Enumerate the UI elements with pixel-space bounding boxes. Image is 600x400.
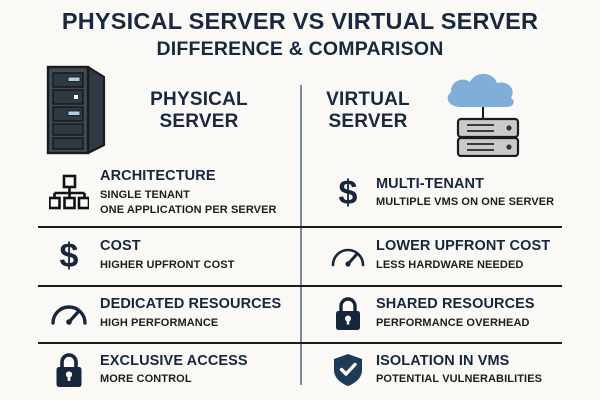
row-title: ISOLATION IN VMS: [376, 352, 510, 369]
row-cell-right: $ MULTI-TENANT MULTIPLE VMS ON ONE SERVE…: [300, 160, 600, 226]
row-text: ARCHITECTURE SINGLE TENANT ONE APPLICATI…: [100, 168, 300, 217]
virtual-server-label-line1: VIRTUAL: [326, 89, 410, 111]
row-subtitle: HIGH PERFORMANCE: [100, 316, 219, 329]
row-text: EXCLUSIVE ACCESS MORE CONTROL: [100, 353, 300, 387]
header-virtual-server: VIRTUAL SERVER: [312, 62, 574, 160]
dollar-glyph: $: [59, 236, 79, 275]
row-title: EXCLUSIVE ACCESS: [100, 352, 248, 369]
row-text: SHARED RESOURCES PERFORMANCE OVERHEAD: [376, 296, 600, 330]
comparison-row: DEDICATED RESOURCES HIGH PERFORMANCE SHA…: [0, 285, 600, 342]
virtual-server-label-line2: SERVER: [328, 111, 408, 132]
page-title: PHYSICAL SERVER VS VIRTUAL SERVER DIFFER…: [0, 8, 600, 61]
comparison-row: EXCLUSIVE ACCESS MORE CONTROL ISOLATION …: [0, 342, 600, 398]
row-subtitle: MORE CONTROL: [100, 373, 192, 386]
title-subtitle: DIFFERENCE & COMPARISON: [156, 38, 444, 61]
gauge-icon: [38, 297, 100, 331]
row-text: MULTI-TENANT MULTIPLE VMS ON ONE SERVER: [376, 176, 600, 210]
row-divider: [38, 285, 562, 287]
row-title: ARCHITECTURE: [100, 168, 216, 185]
title-main: PHYSICAL SERVER VS VIRTUAL SERVER: [61, 8, 539, 34]
row-title: SHARED RESOURCES: [376, 296, 535, 313]
header-comparison-row: PHYSICAL SERVER VIRTUAL SERVER: [0, 62, 600, 160]
comparison-row: $ COST HIGHER UPFRONT COST LOWER UPFRONT: [0, 226, 600, 285]
row-cell-left: EXCLUSIVE ACCESS MORE CONTROL: [0, 342, 300, 398]
center-vertical-divider: [300, 85, 302, 385]
physical-server-label-line1: PHYSICAL: [150, 89, 248, 111]
row-text: DEDICATED RESOURCES HIGH PERFORMANCE: [100, 296, 300, 330]
row-subtitle: HIGHER UPFRONT COST: [100, 258, 235, 271]
physical-server-label-line2: SERVER: [159, 111, 239, 132]
header-physical-server: PHYSICAL SERVER: [28, 62, 290, 160]
row-text: ISOLATION IN VMS POTENTIAL VULNERABILITI…: [376, 353, 600, 387]
row-title: MULTI-TENANT: [376, 175, 485, 192]
cloud-rack-icon: [424, 65, 544, 157]
row-subtitle-2: ONE APPLICATION PER SERVER: [100, 203, 277, 216]
row-cell-right: LOWER UPFRONT COST LESS HARDWARE NEEDED: [300, 226, 600, 285]
row-cell-right: SHARED RESOURCES PERFORMANCE OVERHEAD: [300, 285, 600, 342]
physical-server-label: PHYSICAL SERVER: [124, 89, 274, 133]
row-title: LOWER UPFRONT COST: [376, 238, 551, 255]
row-subtitle: LESS HARDWARE NEEDED: [376, 258, 524, 271]
hierarchy-icon: [38, 174, 100, 212]
row-subtitle: SINGLE TENANT: [100, 188, 190, 201]
virtual-server-label: VIRTUAL SERVER: [312, 89, 424, 133]
row-subtitle: PERFORMANCE OVERHEAD: [376, 316, 530, 329]
dollar-icon: $: [320, 176, 376, 210]
dollar-icon: $: [38, 239, 100, 273]
row-subtitle: POTENTIAL VULNERABILITIES: [376, 373, 543, 386]
shield-check-icon: [320, 352, 376, 388]
comparison-row: ARCHITECTURE SINGLE TENANT ONE APPLICATI…: [0, 160, 600, 226]
row-text: LOWER UPFRONT COST LESS HARDWARE NEEDED: [376, 238, 600, 272]
row-title: DEDICATED RESOURCES: [100, 296, 282, 313]
row-divider: [38, 226, 562, 228]
row-text: COST HIGHER UPFRONT COST: [100, 238, 300, 272]
row-divider: [38, 342, 562, 344]
row-cell-left: ARCHITECTURE SINGLE TENANT ONE APPLICATI…: [0, 160, 300, 226]
dollar-glyph: $: [338, 174, 358, 212]
row-cell-left: DEDICATED RESOURCES HIGH PERFORMANCE: [0, 285, 300, 342]
gauge-icon: [320, 240, 376, 272]
comparison-rows: ARCHITECTURE SINGLE TENANT ONE APPLICATI…: [0, 160, 600, 398]
row-cell-left: $ COST HIGHER UPFRONT COST: [0, 226, 300, 285]
lock-icon: [38, 351, 100, 389]
row-title: COST: [100, 238, 141, 255]
server-tower-icon: [28, 65, 124, 157]
row-subtitle: MULTIPLE VMS ON ONE SERVER: [376, 196, 555, 209]
lock-icon: [320, 296, 376, 332]
row-cell-right: ISOLATION IN VMS POTENTIAL VULNERABILITI…: [300, 342, 600, 398]
